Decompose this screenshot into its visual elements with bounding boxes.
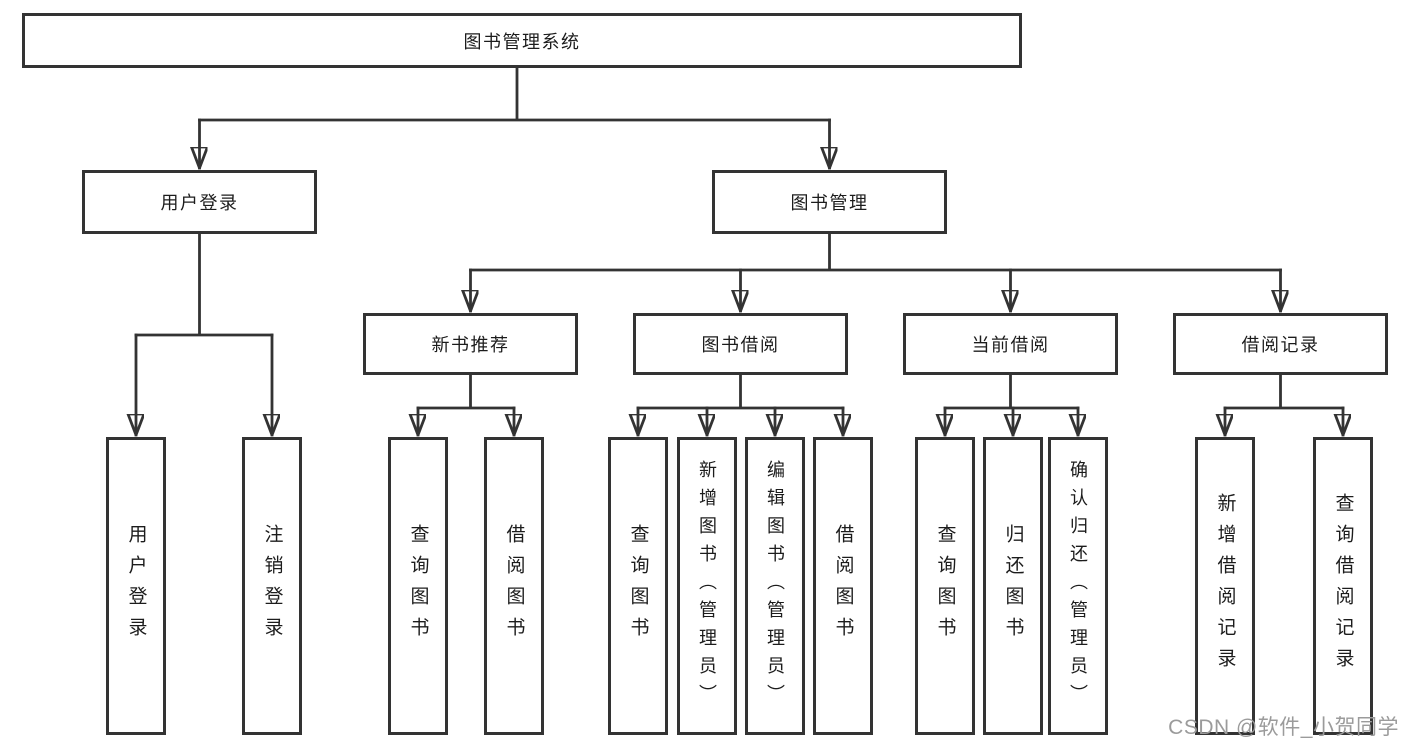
leaf-records-add-record-label: 新增借阅记录 <box>1214 493 1236 679</box>
leaf-user-login: 用户登录 <box>106 437 166 735</box>
leaf-borrow-query-books: 查询图书 <box>608 437 668 735</box>
leaf-current-confirm-return-label: 确认归还（管理员） <box>1068 460 1088 712</box>
leaf-records-query-record-label: 查询借阅记录 <box>1332 493 1354 679</box>
node-root: 图书管理系统 <box>22 13 1022 68</box>
leaf-recommend-borrow-books-label: 借阅图书 <box>503 524 525 648</box>
node-new-book-recommendation-label: 新书推荐 <box>431 335 510 355</box>
leaf-current-return-books: 归还图书 <box>983 437 1043 735</box>
leaf-borrow-edit-books: 编辑图书（管理员） <box>745 437 805 735</box>
node-book-borrowing: 图书借阅 <box>633 313 848 375</box>
node-current-borrowing-label: 当前借阅 <box>971 335 1050 355</box>
leaf-logout: 注销登录 <box>242 437 302 735</box>
leaf-borrow-borrow-books-label: 借阅图书 <box>832 524 854 648</box>
leaf-records-add-record: 新增借阅记录 <box>1195 437 1255 735</box>
node-new-book-recommendation: 新书推荐 <box>363 313 578 375</box>
watermark: CSDN @软件_小贺同学 <box>1168 716 1399 739</box>
leaf-recommend-query-books: 查询图书 <box>388 437 448 735</box>
leaf-current-confirm-return: 确认归还（管理员） <box>1048 437 1108 735</box>
leaf-borrow-query-books-label: 查询图书 <box>627 524 649 648</box>
leaf-borrow-add-books: 新增图书（管理员） <box>677 437 737 735</box>
leaf-borrow-add-books-label: 新增图书（管理员） <box>697 460 717 712</box>
leaf-current-query-books: 查询图书 <box>915 437 975 735</box>
node-root-label: 图书管理系统 <box>463 31 581 52</box>
node-book-management-label: 图书管理 <box>790 193 869 213</box>
leaf-recommend-query-books-label: 查询图书 <box>407 524 429 648</box>
node-borrowing-records: 借阅记录 <box>1173 313 1388 375</box>
node-book-borrowing-label: 图书借阅 <box>701 335 780 355</box>
leaf-recommend-borrow-books: 借阅图书 <box>484 437 544 735</box>
node-book-management: 图书管理 <box>712 170 947 234</box>
leaf-borrow-edit-books-label: 编辑图书（管理员） <box>765 460 785 712</box>
leaf-user-login-label: 用户登录 <box>125 524 147 648</box>
node-user-login: 用户登录 <box>82 170 317 234</box>
leaf-borrow-borrow-books: 借阅图书 <box>813 437 873 735</box>
node-current-borrowing: 当前借阅 <box>903 313 1118 375</box>
leaf-current-return-books-label: 归还图书 <box>1002 524 1024 648</box>
leaf-records-query-record: 查询借阅记录 <box>1313 437 1373 735</box>
leaf-logout-label: 注销登录 <box>261 524 283 648</box>
node-borrowing-records-label: 借阅记录 <box>1241 335 1320 355</box>
leaf-current-query-books-label: 查询图书 <box>934 524 956 648</box>
node-user-login-label: 用户登录 <box>160 193 239 213</box>
